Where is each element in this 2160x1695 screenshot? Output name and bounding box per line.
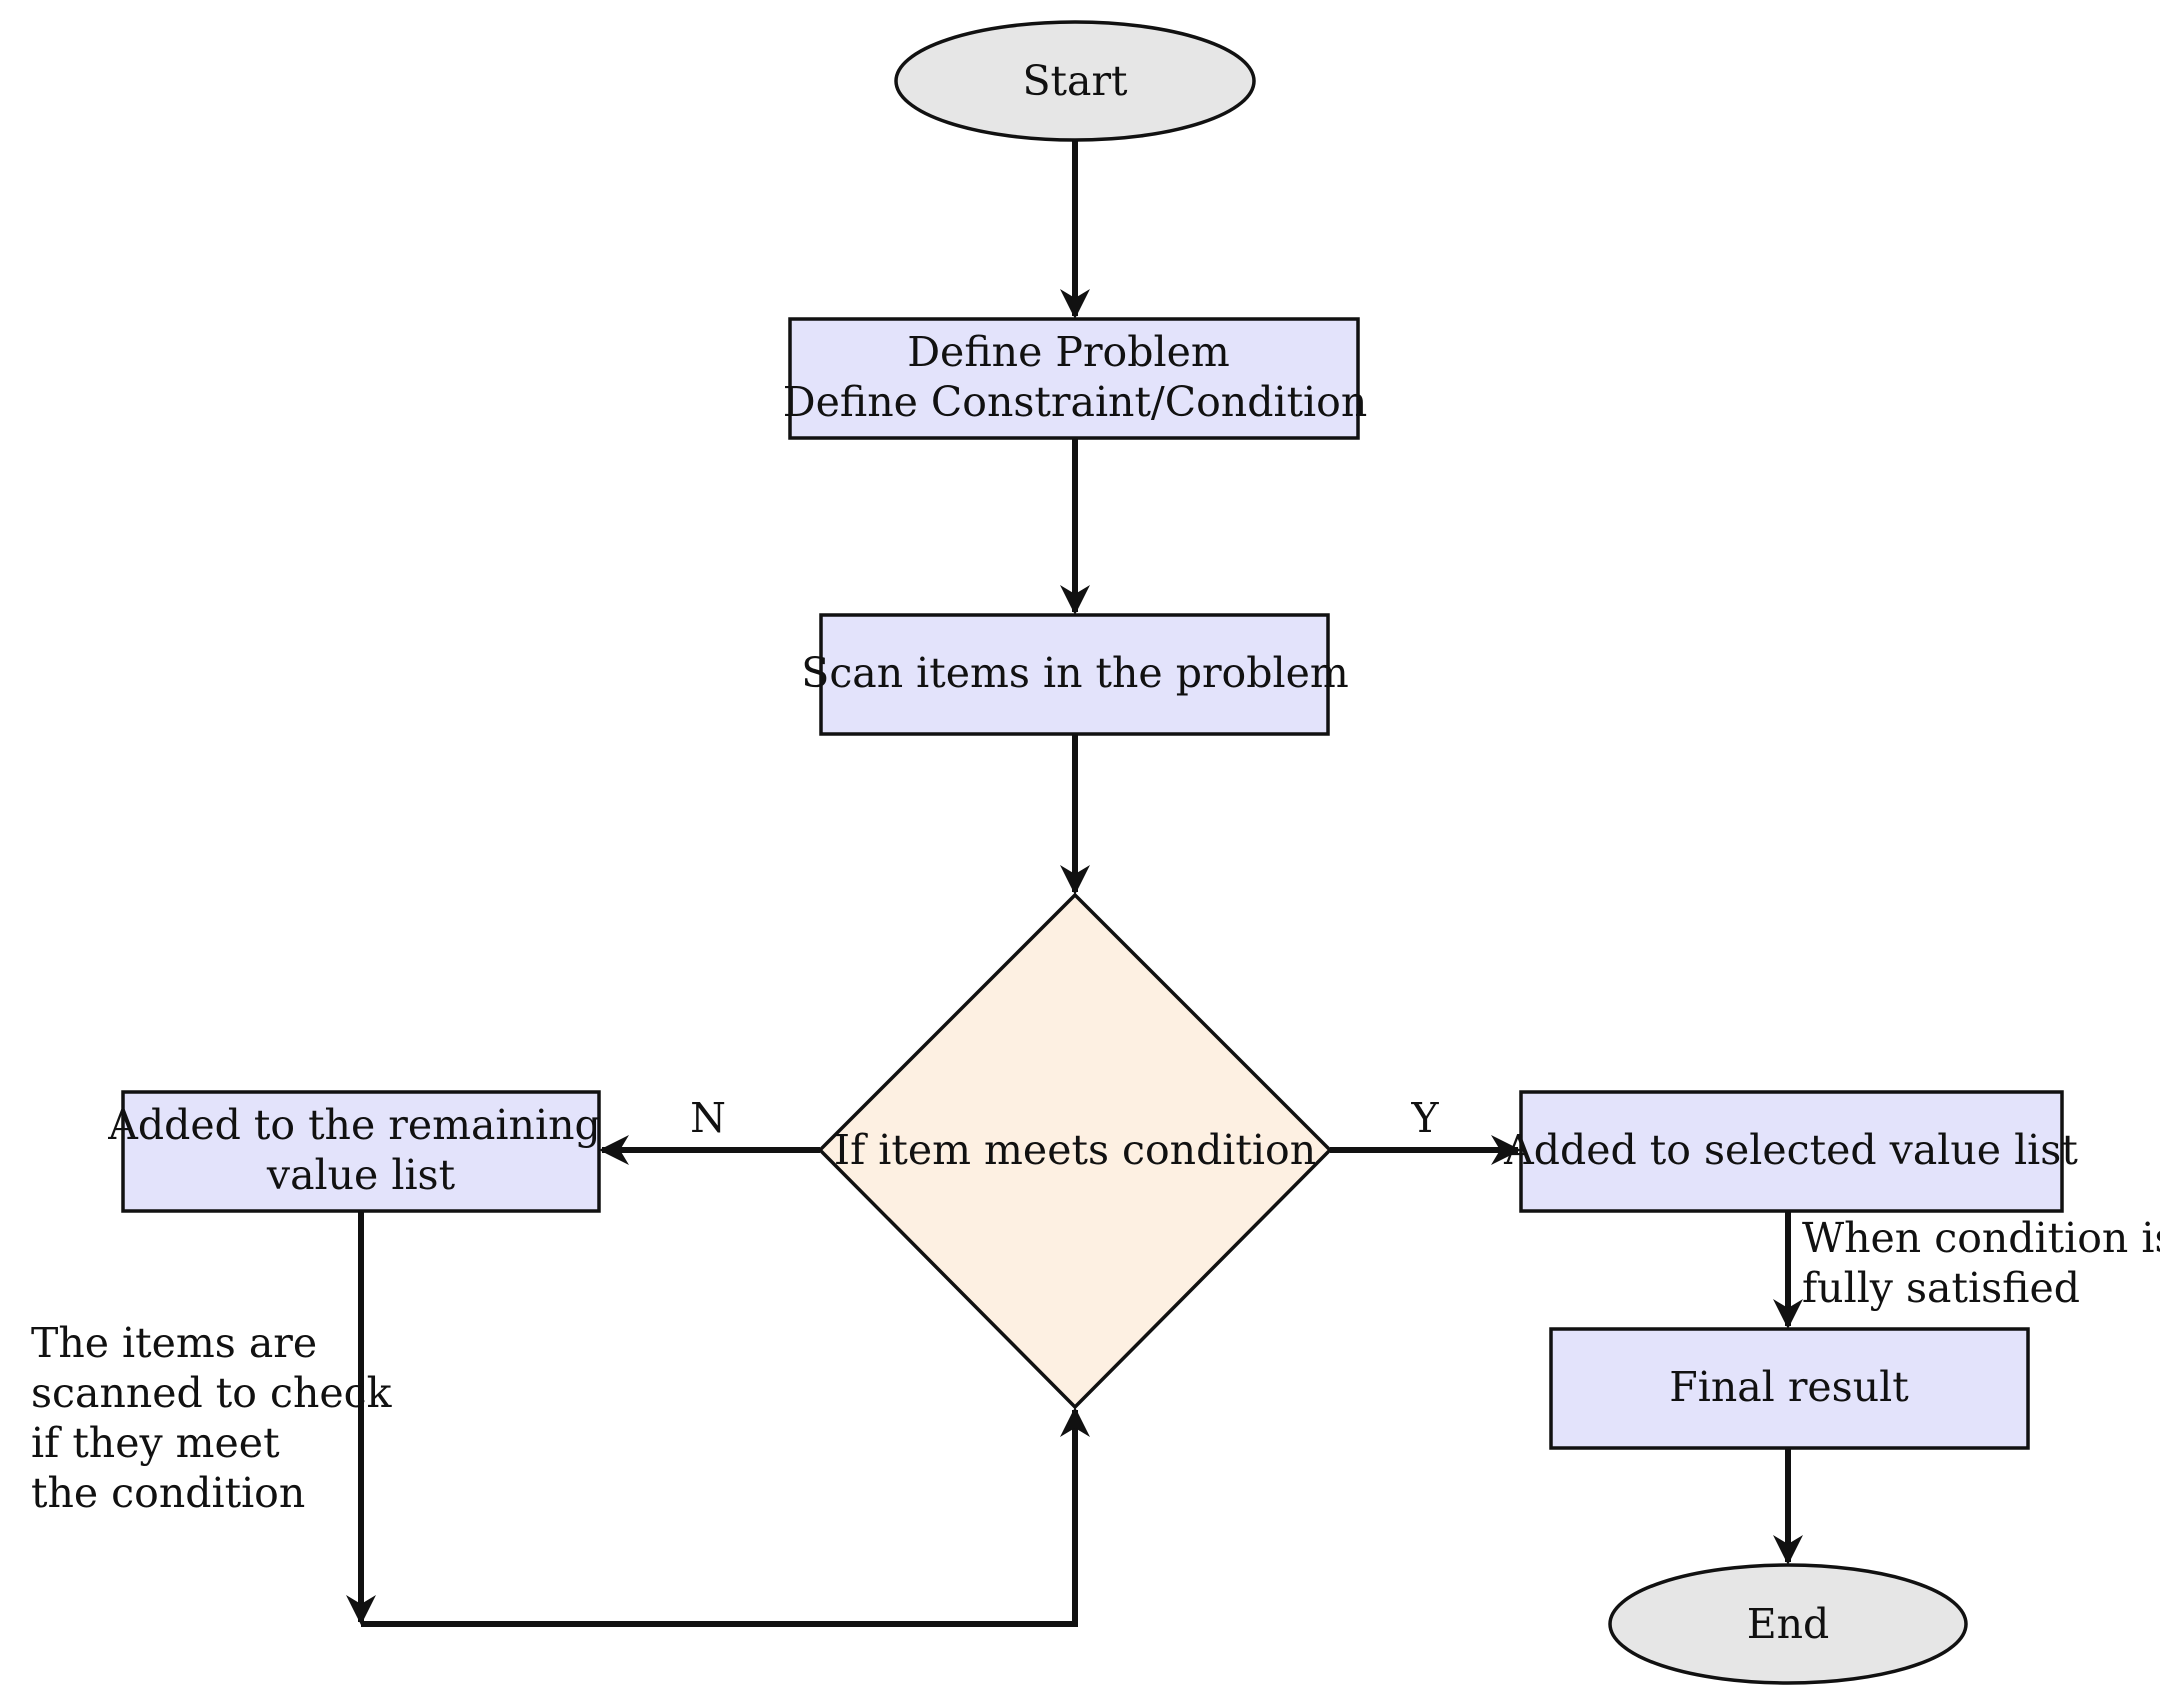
- edge-loop-back-to-decision: [361, 1407, 1090, 1627]
- remaining-list-box: [121, 1090, 601, 1213]
- scan-items-box: [819, 613, 1330, 736]
- remaining-list-label: Added to the remaining value list: [107, 1101, 614, 1199]
- no-branch-label: N: [690, 1094, 726, 1142]
- loop-note: The items are scanned to check if they m…: [31, 1319, 404, 1517]
- decision-label: If item meets condition: [834, 1126, 1316, 1174]
- define-problem-box: [788, 317, 1360, 440]
- end-terminal: [1608, 1563, 1968, 1685]
- selected-list-box: [1519, 1090, 2064, 1213]
- condition-decision: [817, 892, 1333, 1410]
- final-result-label: Final result: [1669, 1363, 1909, 1411]
- satisfied-note: When condition is fully satisfied: [1802, 1214, 2160, 1312]
- start-label: Start: [1022, 57, 1128, 105]
- final-result-box: [1549, 1327, 2030, 1450]
- define-problem-label: Define Problem Define Constraint/Conditi…: [783, 328, 1368, 426]
- scan-items-label: Scan items in the problem: [801, 649, 1349, 697]
- yes-branch-label: Y: [1410, 1094, 1439, 1142]
- end-label: End: [1747, 1600, 1830, 1648]
- start-terminal: [894, 20, 1256, 142]
- selected-list-label: Added to selected value list: [1503, 1126, 2078, 1174]
